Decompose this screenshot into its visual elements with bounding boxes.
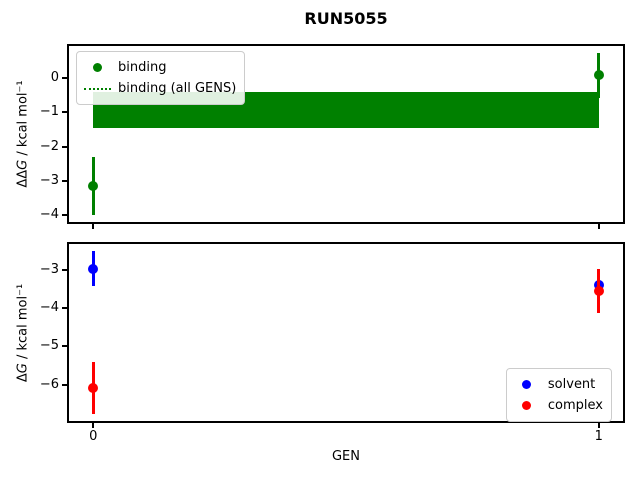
y-tick-label: −6 <box>39 376 59 392</box>
y-tick <box>62 214 67 217</box>
figure-title: RUN5055 <box>304 9 388 28</box>
legend-item-binding: binding <box>82 57 236 78</box>
legend-glyph <box>522 401 532 410</box>
legend-dotted-line-icon <box>82 87 112 90</box>
point-binding <box>593 70 604 81</box>
x-tick-label: 0 <box>89 429 98 444</box>
axes-top <box>67 44 625 224</box>
x-tick <box>597 423 600 428</box>
point-binding <box>88 181 99 192</box>
y-tick <box>62 268 67 271</box>
y-tick <box>62 180 67 183</box>
y-tick-label: −3 <box>39 173 59 189</box>
y-tick <box>62 383 67 386</box>
legend-marker-dot-icon <box>512 401 542 410</box>
legend-top: binding binding (all GENS) <box>76 51 246 105</box>
axes-bottom <box>67 242 625 423</box>
y-tick <box>62 76 67 79</box>
x-tick-label: 1 <box>594 429 603 444</box>
y-axis-label: ΔΔG / kcal mol⁻¹ <box>15 80 31 188</box>
legend-label: binding (all GENS) <box>118 81 237 96</box>
y-tick <box>62 111 67 114</box>
y-tick-label: −3 <box>39 261 59 277</box>
legend-item-complex: complex <box>512 395 603 416</box>
y-tick-label: −5 <box>39 338 59 354</box>
y-tick <box>62 345 67 348</box>
legend-item-binding-all-gens-: binding (all GENS) <box>82 78 236 99</box>
legend-item-solvent: solvent <box>512 374 603 395</box>
y-tick-label: −4 <box>39 207 59 223</box>
point-solvent <box>88 263 99 274</box>
y-tick <box>62 145 67 148</box>
legend-glyph <box>92 63 102 72</box>
legend-glyph <box>522 380 532 389</box>
y-tick-label: −4 <box>39 300 59 316</box>
legend-label: solvent <box>547 377 596 392</box>
point-complex <box>88 382 99 393</box>
point-complex <box>593 285 604 296</box>
y-tick-label: 0 <box>50 69 59 85</box>
legend-bottom: solvent complex <box>505 368 612 422</box>
x-axis-label: GEN <box>331 449 360 464</box>
legend-glyph <box>83 87 111 90</box>
x-tick <box>92 423 95 428</box>
legend-label: binding <box>118 60 167 75</box>
y-tick-label: −1 <box>39 104 59 120</box>
y-axis-label: ΔG / kcal mol⁻¹ <box>15 283 31 382</box>
x-tick <box>92 224 95 229</box>
y-tick <box>62 307 67 310</box>
y-tick-label: −2 <box>39 138 59 154</box>
legend-marker-dot-icon <box>82 63 112 72</box>
legend-marker-dot-icon <box>512 380 542 389</box>
legend-label: complex <box>547 398 603 413</box>
x-tick <box>597 224 600 229</box>
